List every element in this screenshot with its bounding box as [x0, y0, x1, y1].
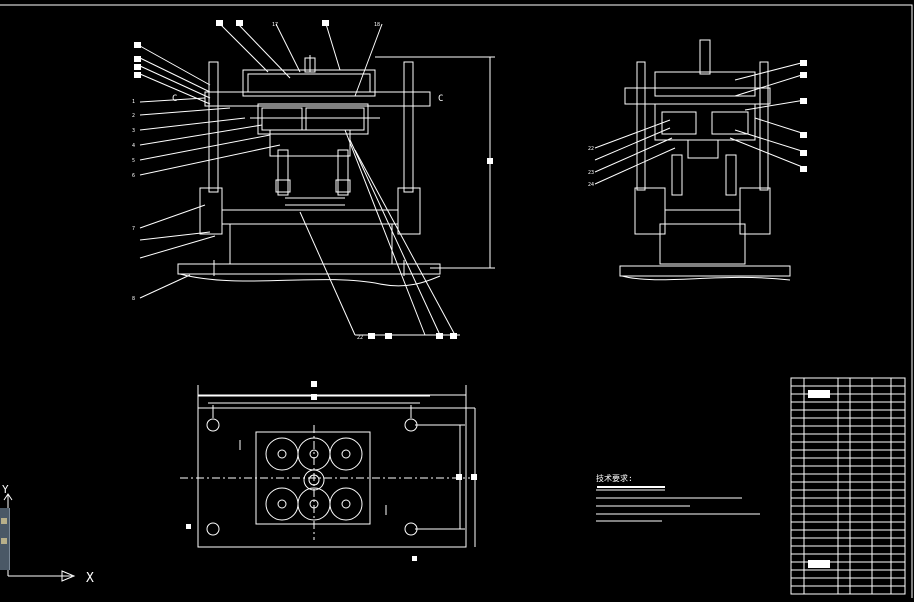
side-label-23: 23 [588, 170, 594, 176]
plan-view [180, 385, 476, 548]
part-label-7: 7 [132, 226, 135, 232]
part-label-2: 2 [132, 113, 135, 119]
grip-handle[interactable] [1, 538, 7, 544]
left-dock-strip[interactable] [0, 508, 10, 570]
part-label-4: 4 [132, 143, 135, 149]
side-label-22: 22 [588, 146, 594, 152]
section-label-c-right: C [438, 94, 443, 104]
drawing-border [0, 4, 913, 602]
part-label-6: 6 [132, 173, 135, 179]
part-label-3: 3 [132, 128, 135, 134]
section-label-c-left: C [172, 94, 177, 104]
side-label-24: 24 [588, 182, 594, 188]
technical-requirements-title: 技术要求: [596, 473, 633, 483]
front-view [139, 23, 495, 336]
side-view [594, 39, 806, 281]
part-label-17: 17 [272, 22, 278, 28]
ucs-x-label: X [86, 571, 94, 586]
part-label-5: 5 [132, 158, 135, 164]
part-label-1: 1 [132, 99, 135, 105]
ucs-y-label: Y [2, 483, 9, 496]
part-label-18: 18 [374, 22, 380, 28]
parts-list-table [790, 377, 906, 595]
ucs-icon [3, 493, 76, 582]
grip-handle[interactable] [1, 518, 7, 524]
technical-notes-block [596, 489, 760, 522]
part-label-8: 8 [132, 296, 135, 302]
part-label-22: 22 [357, 335, 363, 341]
